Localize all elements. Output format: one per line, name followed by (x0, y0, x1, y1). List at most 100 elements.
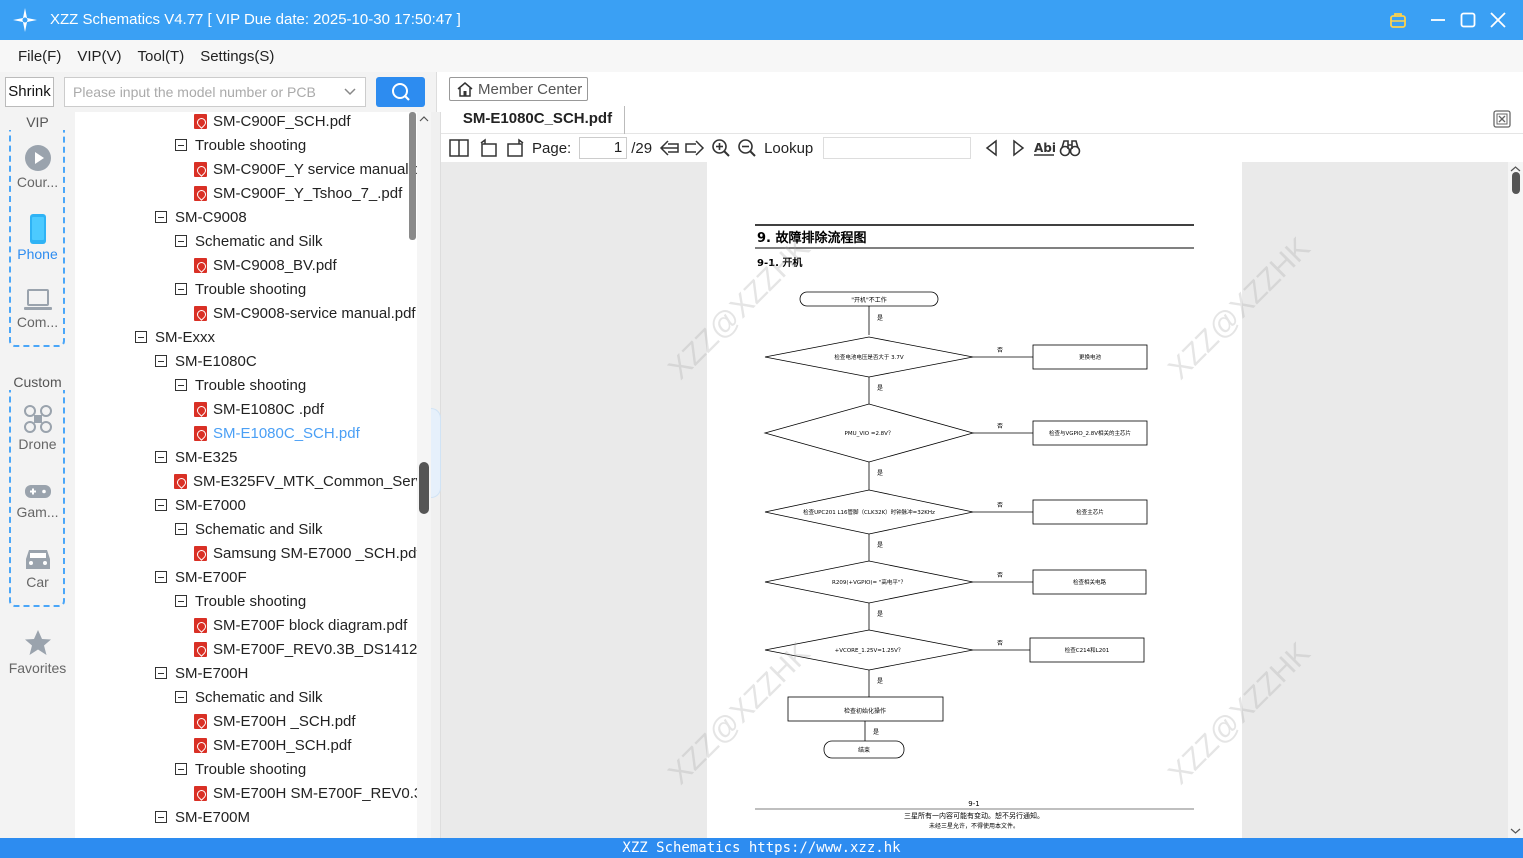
tree-file-item[interactable]: SM-E700H_SCH.pdf (194, 733, 351, 757)
tree-folder-item[interactable]: SM-C9008 (155, 205, 247, 229)
document-scroll-thumb[interactable] (1512, 172, 1520, 194)
tree-file-item[interactable]: SM-E700F_REV0.3B_DS14122 (194, 637, 417, 661)
nav-computer[interactable]: Com... (0, 288, 75, 330)
tree-folder-item[interactable]: SM-E700H (155, 661, 248, 685)
title-bar[interactable]: XZZ Schematics V4.77 [ VIP Due date: 202… (0, 0, 1523, 40)
collapse-toggle-icon[interactable] (155, 571, 167, 583)
tree-file-item[interactable]: SM-E1080C_SCH.pdf (194, 421, 360, 445)
tree-file-item[interactable]: Samsung SM-E7000 _SCH.pdf (194, 541, 417, 565)
tree-file-item[interactable]: SM-C9008_BV.pdf (194, 253, 337, 277)
minimize-button[interactable] (1426, 8, 1450, 32)
document-canvas[interactable]: 9. 故障排除流程图 9-1. 开机 "开机"不工作 是 检查电池电压是否大于 … (441, 162, 1523, 838)
collapse-toggle-icon[interactable] (175, 595, 187, 607)
two-page-view-button[interactable] (446, 135, 472, 161)
menu-file[interactable]: File(F) (18, 47, 62, 65)
close-button[interactable] (1486, 8, 1510, 32)
match-case-button[interactable]: Abi (1031, 135, 1057, 161)
collapse-toggle-icon[interactable] (155, 211, 167, 223)
nav-courses[interactable]: Cour... (0, 144, 75, 190)
collapse-toggle-icon[interactable] (175, 235, 187, 247)
collapse-toggle-icon[interactable] (175, 379, 187, 391)
collapse-toggle-icon[interactable] (175, 691, 187, 703)
triangle-left-icon (986, 139, 998, 157)
tree-folder-item[interactable]: Schematic and Silk (175, 229, 323, 253)
maximize-button[interactable] (1456, 8, 1480, 32)
member-center-button[interactable]: Member Center (449, 77, 588, 101)
tree-item-label: SM-E700F block diagram.pdf (213, 616, 408, 634)
collapse-toggle-icon[interactable] (155, 667, 167, 679)
nav-favorites[interactable]: Favorites (0, 628, 75, 676)
lookup-input[interactable] (823, 137, 972, 159)
nav-drone[interactable]: Drone (0, 404, 75, 452)
tree-file-item[interactable]: SM-C900F_Y service manual.pdf (194, 157, 417, 181)
scroll-down-icon[interactable] (1508, 824, 1523, 838)
find-next-button[interactable] (1005, 135, 1031, 161)
rotate-left-button[interactable] (476, 135, 502, 161)
tree-folder-item[interactable]: Trouble shooting (175, 277, 306, 301)
collapse-toggle-icon[interactable] (155, 499, 167, 511)
tree-folder-item[interactable]: Trouble shooting (175, 589, 306, 613)
tree-folder-item[interactable]: Trouble shooting (175, 757, 306, 781)
no-label: 否 (997, 423, 1003, 430)
previous-page-button[interactable] (656, 135, 682, 161)
menu-tool[interactable]: Tool(T) (137, 47, 185, 65)
tree-folder-item[interactable]: SM-E7000 (155, 493, 246, 517)
status-bar: XZZ Schematics https://www.xzz.hk (0, 838, 1523, 858)
nav-game[interactable]: Gam... (0, 482, 75, 520)
tree-folder-item[interactable]: SM-E700F (155, 565, 247, 589)
tree-file-item[interactable]: SM-E700F block diagram.pdf (194, 613, 407, 637)
tree-folder-item[interactable]: Schematic and Silk (175, 517, 323, 541)
collapse-toggle-icon[interactable] (155, 451, 167, 463)
tree-file-item[interactable]: SM-E700H SM-E700F_REV0.3 (194, 781, 417, 805)
tree-folder-item[interactable]: SM-E325 (155, 445, 238, 469)
tree-folder-item[interactable]: Schematic and Silk (175, 685, 323, 709)
tree-file-item[interactable]: SM-C900F_SCH.pdf (194, 112, 351, 133)
collapse-toggle-icon[interactable] (175, 283, 187, 295)
collapse-panel-tab[interactable] (431, 408, 441, 498)
tree-file-item[interactable]: SM-C9008-service manual.pdf (194, 301, 416, 325)
vip-bag-icon[interactable] (1386, 8, 1410, 32)
tree-file-item[interactable]: SM-E1080C .pdf (194, 397, 324, 421)
tree-folder-item[interactable]: SM-Exxx (135, 325, 215, 349)
tree-folder-item[interactable]: Trouble shooting (175, 373, 306, 397)
collapse-toggle-icon[interactable] (155, 811, 167, 823)
collapse-toggle-icon[interactable] (135, 331, 147, 343)
collapse-toggle-icon[interactable] (175, 139, 187, 151)
tree-file-item[interactable]: SM-E700H _SCH.pdf (194, 709, 356, 733)
collapse-toggle-icon[interactable] (175, 523, 187, 535)
tree-folder-item[interactable]: Trouble shooting (175, 133, 306, 157)
collapse-toggle-icon[interactable] (155, 355, 167, 367)
decision-text: 检查UPC201 L16管脚（CLK32K）时钟脉冲=32KHz (803, 508, 935, 516)
search-input[interactable]: Please input the model number or PCB (64, 77, 366, 107)
next-page-button[interactable] (682, 135, 708, 161)
pdf-icon (174, 473, 187, 489)
document-scrollbar[interactable] (1508, 162, 1523, 838)
nav-car[interactable]: Car (0, 546, 75, 590)
find-all-button[interactable] (1057, 135, 1083, 161)
tree-folder-item[interactable]: SM-E700M (155, 805, 250, 829)
panel-splitter[interactable] (419, 112, 441, 838)
rotate-right-button[interactable] (502, 135, 528, 161)
close-tabs-icon[interactable] (1493, 110, 1511, 128)
find-previous-button[interactable] (979, 135, 1005, 161)
menu-vip[interactable]: VIP(V) (77, 47, 122, 65)
tree-scroll-thumb[interactable] (409, 112, 416, 240)
tree-file-item[interactable]: SM-E325FV_MTK_Common_Service (174, 469, 417, 493)
splitter-handle[interactable] (419, 462, 429, 514)
nav-phone[interactable]: Phone (0, 214, 75, 262)
tab-document[interactable]: SM-E1080C_SCH.pdf (451, 106, 625, 134)
yes-label: 是 (877, 470, 883, 477)
search-button[interactable] (376, 77, 425, 107)
zoom-out-button[interactable] (734, 135, 760, 161)
zoom-in-button[interactable] (708, 135, 734, 161)
page-number-input[interactable]: 1 (579, 137, 628, 159)
menu-settings[interactable]: Settings(S) (200, 47, 275, 65)
scroll-up-icon[interactable] (417, 112, 431, 126)
scroll-up-icon[interactable] (1508, 162, 1523, 176)
shrink-button[interactable]: Shrink (5, 77, 54, 107)
collapse-toggle-icon[interactable] (175, 763, 187, 775)
chevron-down-icon[interactable] (343, 84, 357, 98)
tree-file-item[interactable]: SM-C900F_Y_Tshoo_7_.pdf (194, 181, 402, 205)
yes-label: 是 (877, 542, 883, 549)
tree-folder-item[interactable]: SM-E1080C (155, 349, 257, 373)
